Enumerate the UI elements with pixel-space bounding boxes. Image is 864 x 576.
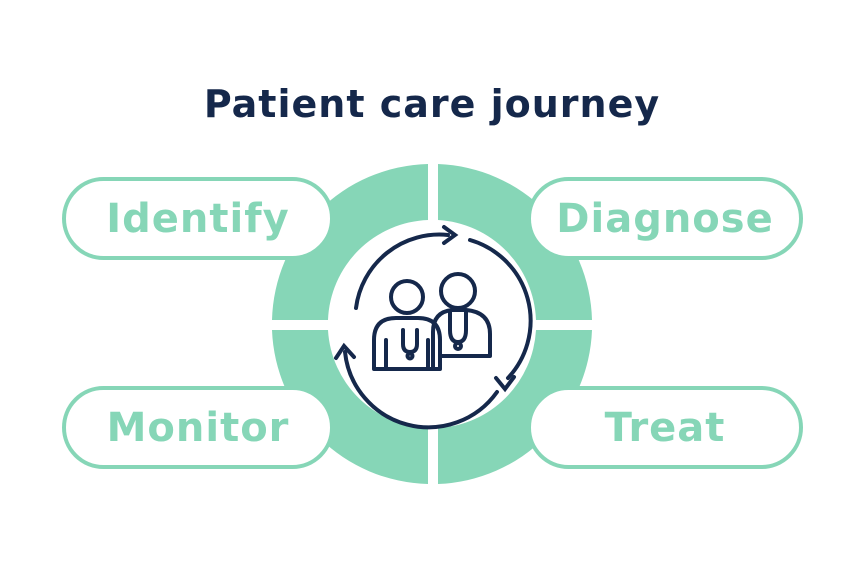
step-treat: Treat xyxy=(527,386,803,469)
patient-and-doctor-icon xyxy=(372,272,492,371)
ring-segments xyxy=(272,164,592,484)
diagram-title: Patient care journey xyxy=(203,82,661,126)
step-label: Treat xyxy=(604,404,726,451)
ring-segment-bottom-left xyxy=(272,330,428,484)
ring-segment-top-left xyxy=(272,164,428,320)
circular-arrows-icon xyxy=(334,225,533,430)
step-identify: Identify xyxy=(62,177,334,260)
ring-segment-bottom-right xyxy=(438,330,592,484)
step-label: Diagnose xyxy=(556,195,774,242)
step-monitor: Monitor xyxy=(62,386,334,469)
step-label: Identify xyxy=(106,195,290,242)
step-label: Monitor xyxy=(106,404,290,451)
step-diagnose: Diagnose xyxy=(527,177,803,260)
ring-segment-top-right xyxy=(438,164,592,320)
